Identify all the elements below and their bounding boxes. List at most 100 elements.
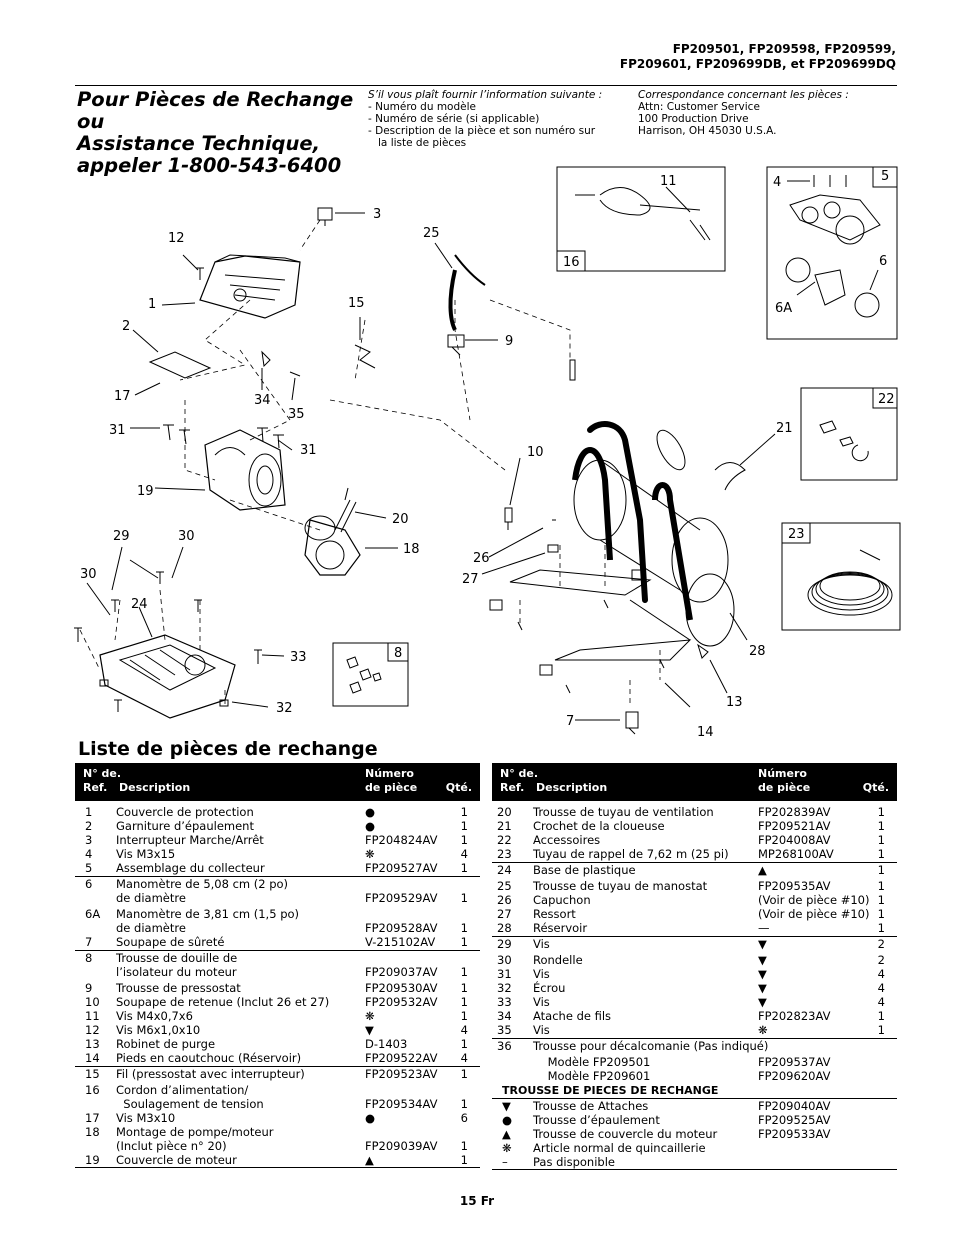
desc-cell: Modèle FP209501: [533, 1055, 651, 1069]
ref-cell: 15: [85, 1067, 100, 1081]
desc-cell: Fil (pressostat avec interrupteur): [116, 1067, 305, 1081]
ref-cell: 4: [85, 847, 93, 861]
qty-cell: 4: [460, 1023, 468, 1037]
callout-22: 22: [878, 392, 895, 407]
part-number-cell: ❋: [365, 1009, 375, 1023]
header-rule: [75, 85, 897, 86]
qty-cell: 4: [460, 847, 468, 861]
callout-28: 28: [749, 644, 766, 659]
callout-1: 1: [148, 297, 156, 312]
part-number-cell: FP209535AV: [758, 879, 831, 893]
kit-sym: ▲: [502, 1127, 511, 1141]
col-ref: N° de.: [500, 767, 539, 780]
desc-cell: Trousse de tuyau de manostat: [533, 879, 708, 893]
part-number-cell: MP268100AV: [758, 847, 834, 861]
qty-cell: 1: [877, 1023, 885, 1037]
part-number-cell: —: [758, 921, 770, 935]
part-number-cell: FP209528AV: [365, 921, 438, 935]
qty-cell: 1: [877, 833, 885, 847]
desc-cell: Assemblage du collecteur: [116, 861, 265, 875]
part-number-cell: ❋: [365, 847, 375, 861]
callout-5: 5: [881, 169, 889, 184]
kit-num: FP209040AV: [758, 1099, 831, 1113]
kit-sym: –: [502, 1155, 508, 1169]
desc-cell: Trousse de tuyau de ventilation: [533, 805, 714, 819]
ref-cell: 5: [85, 861, 93, 875]
ref-cell: 18: [85, 1125, 100, 1139]
ref-cell: 14: [85, 1051, 100, 1065]
corr-title: Correspondance concernant les pièces :: [638, 89, 849, 101]
desc-cell: Vis: [533, 995, 550, 1009]
info-request: S’il vous plaît fournir l’information su…: [368, 89, 618, 149]
table-header: N° de. Ref. Description Número de pièce …: [492, 763, 897, 801]
support-heading-line-1: Pour Pièces de Rechange ou: [77, 88, 354, 133]
ref-cell: 30: [497, 953, 512, 967]
exploded-parts-diagram: 3 12 1 2 17 31 31 34 35 19 20 18 29 30 3…: [74, 166, 901, 740]
col-num-2: de pièce: [365, 781, 418, 794]
desc-cell: Robinet de purge: [116, 1037, 216, 1051]
callout-17: 17: [114, 389, 131, 404]
callout-15: 15: [348, 296, 365, 311]
callout-9: 9: [505, 334, 513, 349]
qty-cell: 1: [877, 847, 885, 861]
part-number-cell: ▼: [758, 967, 767, 981]
col-qty: Qté.: [445, 781, 472, 794]
qty-cell: 1: [460, 819, 468, 833]
ref-cell: 9: [85, 981, 93, 995]
part-number-cell: FP209039AV: [365, 1139, 438, 1153]
ref-cell: 20: [497, 805, 512, 819]
ref-cell: 29: [497, 937, 512, 951]
qty-cell: 1: [460, 1153, 468, 1167]
part-number-cell: FP209527AV: [365, 861, 438, 875]
table-row: 23 Tuyau de rappel de 7,62 m (25 pi) MP268…: [492, 847, 897, 861]
corr-line: Harrison, OH 45030 U.S.A.: [638, 125, 777, 137]
ref-cell: 1: [85, 805, 93, 819]
part-number-cell: FP202823AV: [758, 1009, 831, 1023]
ref-cell: 23: [497, 847, 512, 861]
callout-31b: 31: [300, 443, 317, 458]
ref-cell: 7: [85, 935, 93, 949]
corr-line: Attn: Customer Service: [638, 101, 760, 113]
part-number-cell: ▼: [758, 981, 767, 995]
part-number-cell: (Voir de pièce #10): [758, 893, 870, 907]
desc-cell: Accessoires: [533, 833, 601, 847]
ref-cell: 2: [85, 819, 93, 833]
ref-cell: 16: [85, 1083, 100, 1097]
qty-cell: 4: [460, 1051, 468, 1065]
callout-35: 35: [288, 407, 305, 422]
part-number-cell: D-1403: [365, 1037, 408, 1051]
desc-cell: Vis: [533, 937, 550, 951]
desc-cell: Pieds en caoutchouc (Réservoir): [116, 1051, 302, 1065]
kit-sym: ▼: [502, 1099, 511, 1113]
col-desc: Description: [119, 781, 191, 794]
qty-cell: 1: [877, 805, 885, 819]
support-heading-line-3: appeler 1-800-543-6400: [77, 154, 342, 177]
desc-cell: Tuyau de rappel de 7,62 m (25 pi): [533, 847, 729, 861]
corr-line: 100 Production Drive: [638, 113, 749, 125]
part-number-cell: ●: [365, 1111, 376, 1125]
desc-cell: Trousse pour décalcomanie (Pas indiqué): [533, 1039, 769, 1053]
ref-cell: 3: [85, 833, 93, 847]
qty-cell: 1: [460, 1067, 468, 1081]
desc-cell: Modèle FP209601: [533, 1069, 651, 1083]
ref-cell: 21: [497, 819, 512, 833]
callout-29: 29: [113, 529, 130, 544]
part-number-cell: FP204008AV: [758, 833, 831, 847]
qty-cell: 2: [877, 937, 885, 951]
